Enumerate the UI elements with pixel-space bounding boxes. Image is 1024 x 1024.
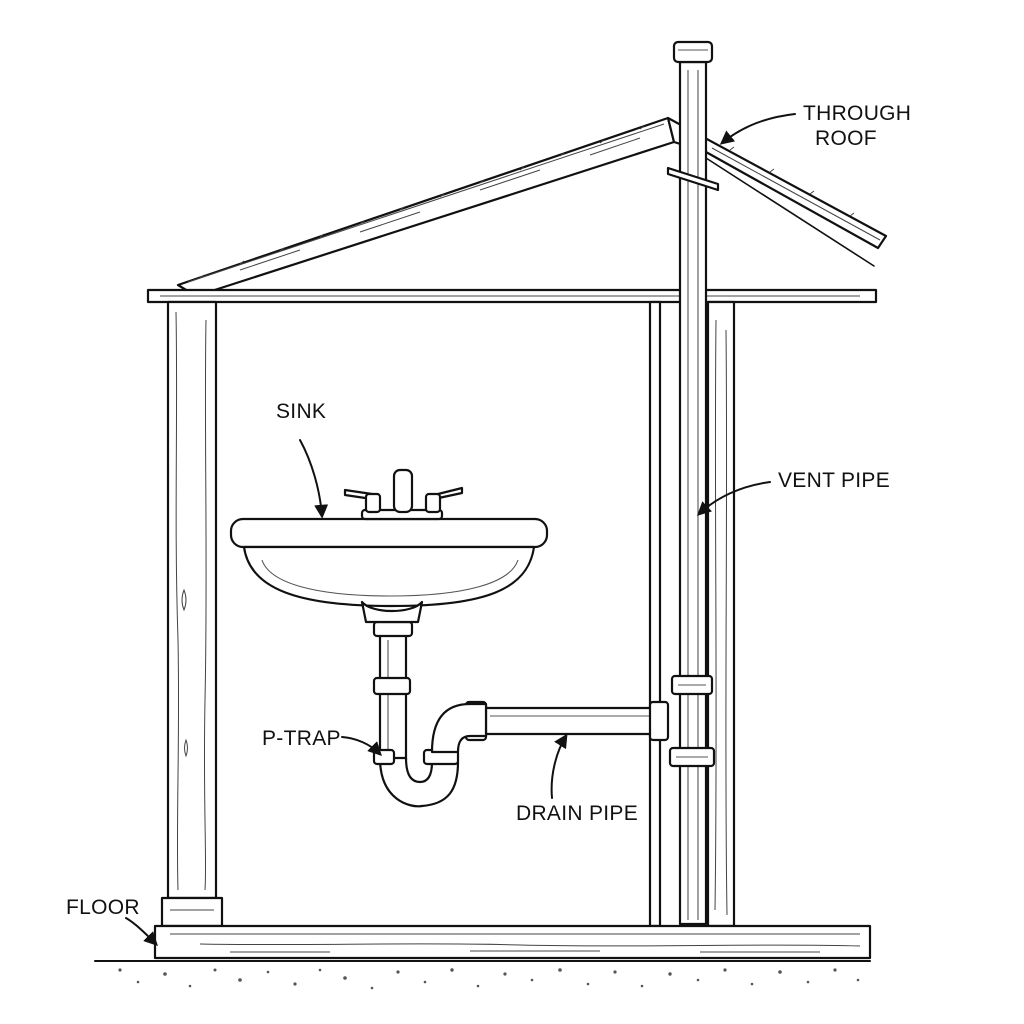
vent-pipe xyxy=(666,40,720,926)
drain-pipe xyxy=(464,700,670,742)
left-wall-stud xyxy=(160,300,224,928)
p-trap-label: P-TRAP xyxy=(262,727,341,750)
faucet xyxy=(343,468,464,521)
p-trap-arrow xyxy=(341,736,382,756)
vent-pipe-arrow xyxy=(696,481,771,516)
ground-gravel xyxy=(118,968,860,990)
drain-pipe-arrow xyxy=(550,733,568,799)
through-roof-label-line1: THROUGH xyxy=(803,102,911,125)
vent-pipe-label: VENT PIPE xyxy=(778,469,890,492)
sink xyxy=(229,517,549,624)
floor xyxy=(94,924,872,990)
roof xyxy=(176,116,888,298)
floor-arrow xyxy=(125,917,158,946)
through-roof-label-line2: ROOF xyxy=(815,127,877,150)
p-trap xyxy=(372,620,488,808)
top-plate-beam xyxy=(146,288,878,304)
drain-pipe-label: DRAIN PIPE xyxy=(516,802,638,825)
floor-label: FLOOR xyxy=(66,896,140,919)
sink-arrow xyxy=(299,439,329,519)
callout-arrows xyxy=(125,113,796,946)
through-roof-arrow xyxy=(719,113,796,145)
sink-label: SINK xyxy=(276,400,326,423)
